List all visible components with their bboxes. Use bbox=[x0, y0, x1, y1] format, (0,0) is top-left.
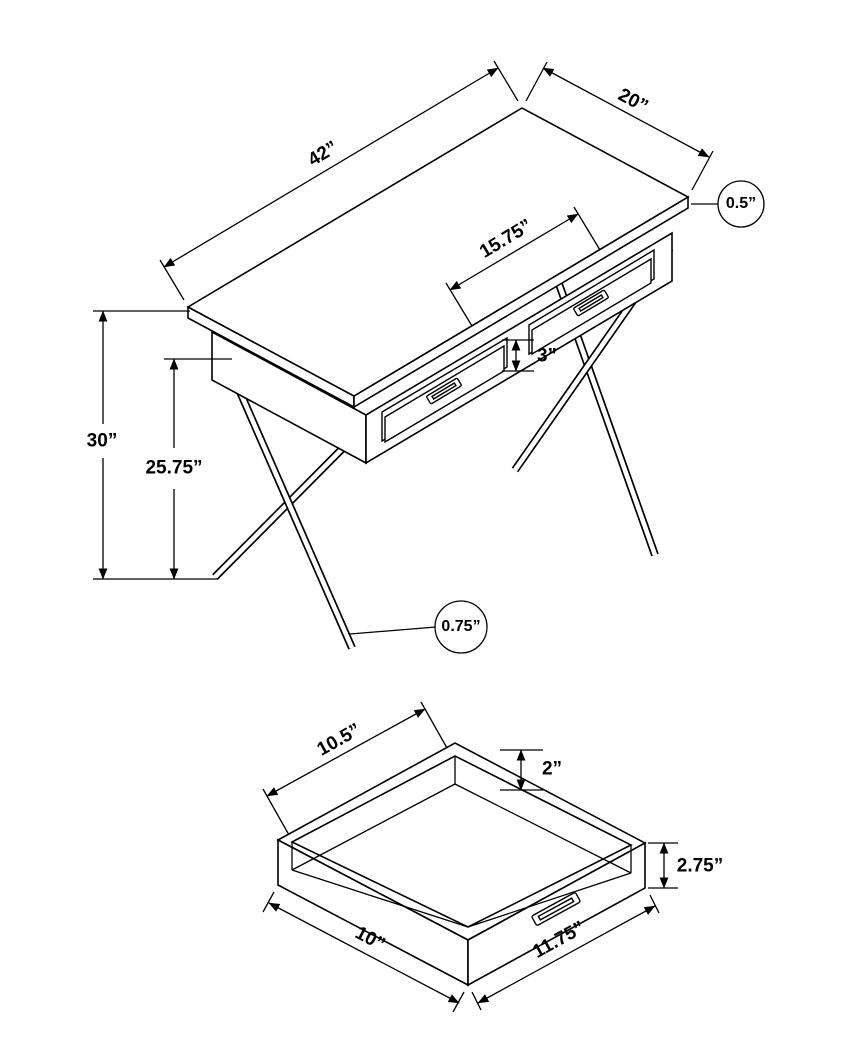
desk-left-x-legs bbox=[212, 383, 356, 650]
callout-circle-top-thickness bbox=[717, 180, 765, 228]
desk-leg-diameter-dim-label: 0.75” bbox=[441, 618, 481, 635]
drawer-inner-height-dim-label: 2” bbox=[541, 758, 563, 780]
callout-circle-leg-diameter bbox=[434, 600, 488, 654]
drawer-dimensions bbox=[262, 701, 678, 1013]
drawer-handle-icon bbox=[426, 377, 462, 405]
desk-opening-height-dim-label: 3” bbox=[536, 345, 558, 367]
desk-overall-height-dim-label: 30” bbox=[86, 430, 118, 452]
desk-drawer-right bbox=[528, 248, 655, 356]
desk-clearance-height-dim-label: 25.75” bbox=[145, 457, 203, 479]
drawer-front-height-dim-label: 2.75” bbox=[676, 855, 724, 877]
desk-dimensions bbox=[93, 60, 765, 654]
drawer-handle-icon bbox=[573, 289, 609, 317]
drawer-box bbox=[276, 742, 647, 987]
desk-top-thickness-dim-label: 0.5” bbox=[725, 195, 757, 212]
desk-drawer-left bbox=[381, 336, 508, 444]
